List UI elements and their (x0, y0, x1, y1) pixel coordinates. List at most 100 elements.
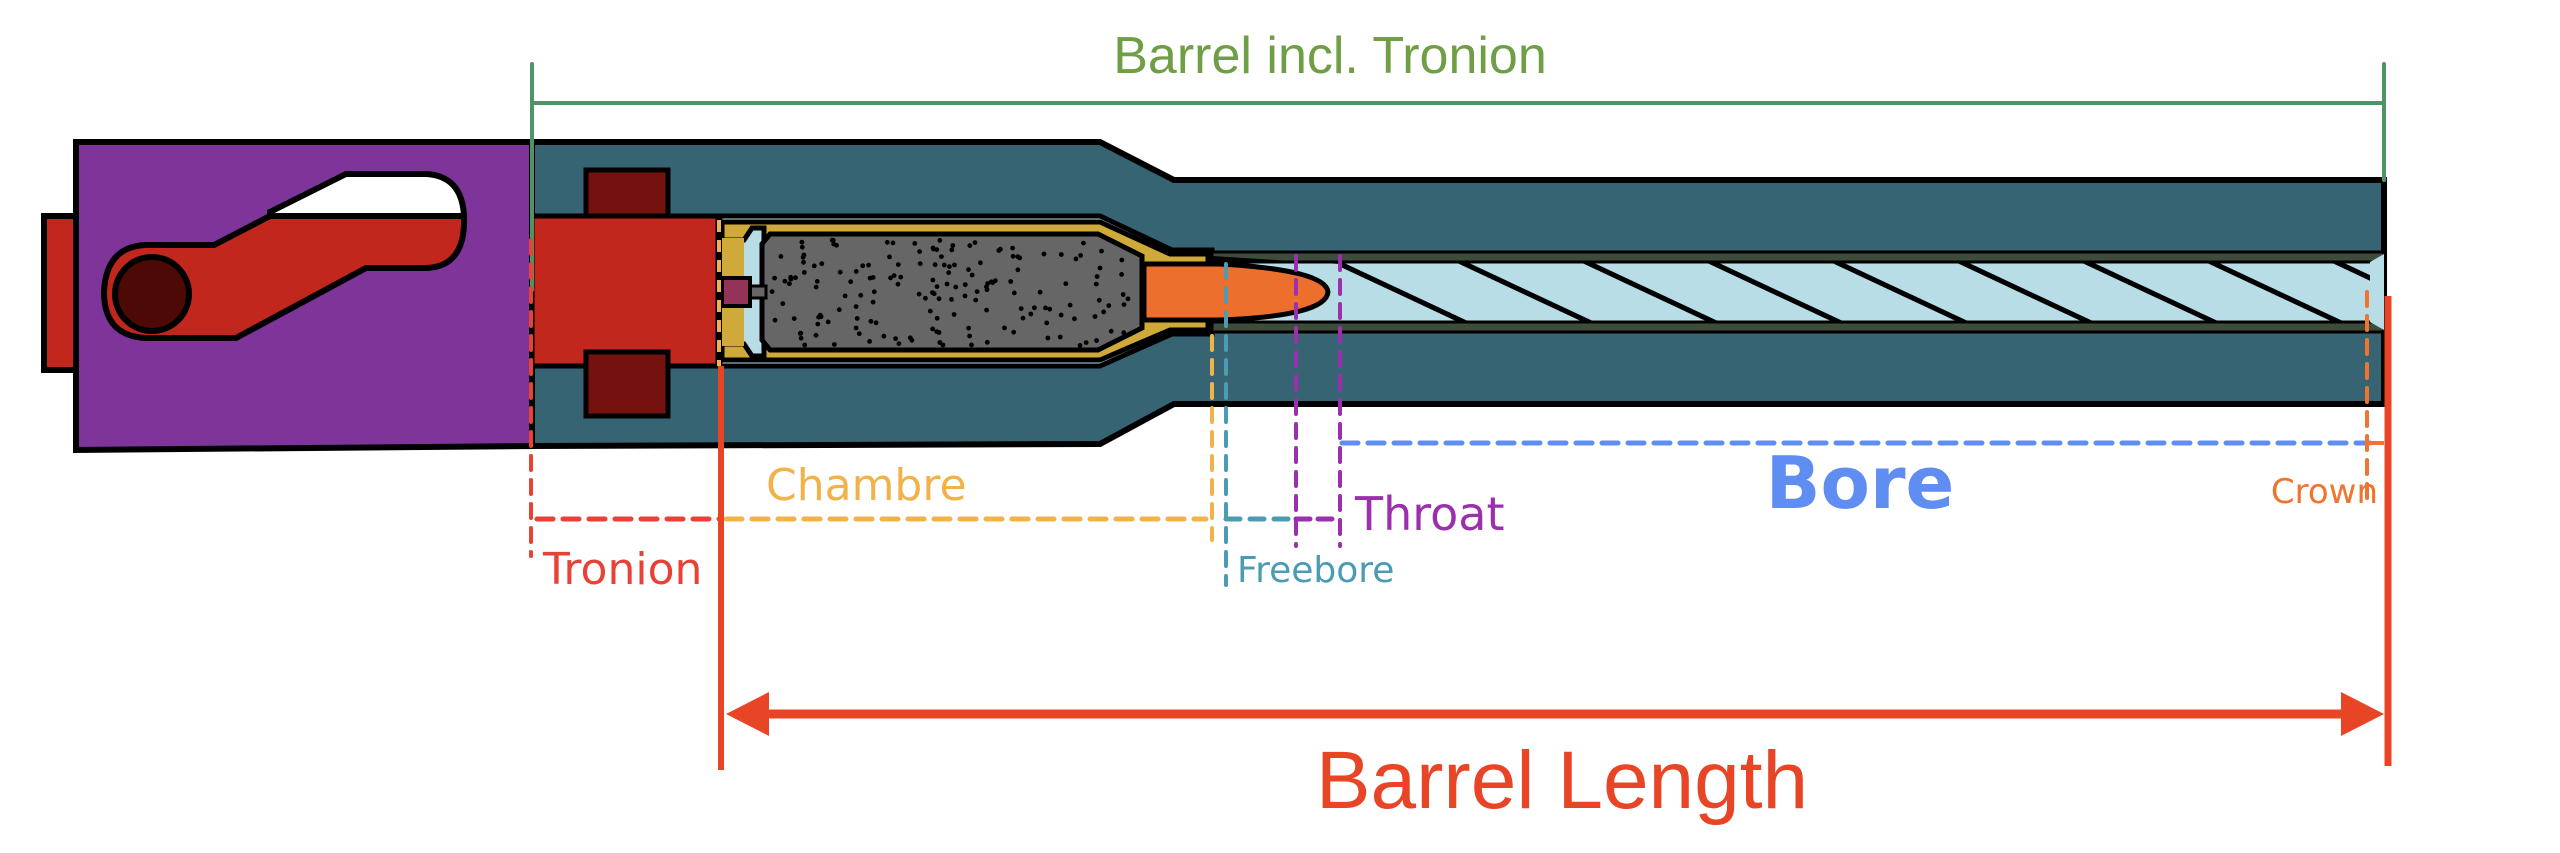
powder-grain (891, 273, 897, 278)
rifling-groove (1580, 262, 1720, 322)
powder-grain (949, 247, 955, 253)
powder-grain (940, 342, 946, 348)
bolt-handle-knob (112, 254, 192, 334)
powder-grain (953, 284, 959, 290)
powder-grain (866, 262, 871, 268)
powder-grain (853, 304, 859, 309)
powder-grain (934, 329, 940, 334)
powder-grain (867, 339, 872, 344)
powder-grain (967, 243, 973, 249)
powder-grain (984, 339, 990, 345)
powder-grain (978, 260, 983, 266)
powder-grain (860, 263, 866, 269)
powder-grain (950, 243, 956, 248)
barrel-length-arrowhead-left (726, 692, 769, 736)
powder-grain (962, 282, 968, 288)
powder-grain (962, 293, 968, 299)
powder-grain (896, 341, 902, 346)
powder-grain (1058, 252, 1064, 257)
powder-grain (934, 315, 940, 321)
powder-grain (1097, 265, 1103, 271)
powder-grain (893, 336, 898, 341)
powder-grain (912, 241, 918, 246)
powder-grain (801, 259, 806, 265)
powder-grain (1106, 303, 1112, 308)
powder-grain (1011, 329, 1017, 335)
powder-grain (769, 289, 775, 294)
powder-grain (947, 264, 952, 269)
powder-grain (1101, 309, 1107, 315)
powder-grain (1099, 248, 1104, 254)
powder-grain (793, 275, 798, 281)
powder-grain (802, 342, 808, 348)
powder-grain (1067, 302, 1073, 308)
powder-grain (1108, 328, 1114, 334)
rifling-groove (2080, 262, 2220, 322)
powder-grain (1041, 251, 1047, 257)
powder-grain (1063, 281, 1069, 287)
powder-grain (974, 289, 980, 294)
powder-grain (1018, 306, 1024, 311)
powder-grain (951, 312, 957, 317)
powder-grain (881, 333, 887, 339)
powder-grain (797, 331, 803, 336)
bore-label: Bore (1766, 441, 1955, 525)
powder-grain (1010, 253, 1016, 259)
powder-grain (814, 279, 820, 284)
powder-grain (801, 252, 807, 258)
powder-grain (831, 241, 837, 247)
powder-grain (1028, 311, 1034, 317)
powder-grain (1045, 335, 1051, 341)
powder-grain (966, 267, 971, 272)
powder-grain (927, 308, 933, 314)
rifling-groove (1705, 262, 1845, 322)
primer (720, 276, 752, 308)
powder-grain (923, 295, 928, 301)
powder-grain (848, 279, 854, 285)
locking-lug-bottom (583, 349, 671, 419)
throat-label: Throat (1354, 487, 1505, 541)
powder-grain (939, 254, 944, 259)
powder-grain (870, 275, 876, 280)
powder-grain (819, 261, 825, 267)
powder-grain (1058, 312, 1064, 318)
powder-grain (1043, 305, 1048, 311)
powder-grain (778, 254, 784, 259)
powder-grain (873, 320, 879, 326)
rifling-groove (1455, 262, 1595, 322)
powder-grain (916, 291, 922, 297)
barrel-length-arrowhead-right (2341, 692, 2384, 736)
powder-grain (871, 289, 877, 295)
powder-grain (907, 335, 913, 341)
powder-grain (1094, 274, 1100, 279)
powder-grain (1072, 316, 1077, 322)
powder-grain (815, 321, 821, 327)
powder-grain (934, 284, 940, 289)
powder-grain (1057, 334, 1063, 340)
powder-grain (1077, 343, 1083, 348)
powder-grain (1020, 315, 1026, 321)
powder-grain (1096, 297, 1102, 303)
powder-grain (813, 332, 819, 338)
powder-grain (1011, 290, 1017, 296)
barrel-length-label: Barrel Length (1316, 735, 1808, 826)
powder-grain (858, 292, 864, 298)
powder-grain (1119, 272, 1124, 277)
powder-grain (969, 272, 975, 278)
powder-grain (799, 244, 805, 250)
powder-grain (788, 274, 794, 280)
bolt-tail (41, 213, 79, 373)
tronion-label: Tronion (542, 544, 702, 595)
powder-grain (811, 263, 817, 269)
powder-grain (1094, 338, 1099, 343)
powder-grain (1032, 305, 1037, 311)
powder-grain (1092, 314, 1098, 319)
powder-grain (969, 342, 974, 348)
rifling-groove (2205, 262, 2345, 322)
powder-grain (836, 307, 842, 313)
powder-grain (930, 277, 936, 283)
freebore-label: Freebore (1237, 550, 1394, 591)
powder-grain (853, 325, 859, 331)
powder-grain (917, 249, 922, 255)
powder-grain (825, 319, 831, 325)
